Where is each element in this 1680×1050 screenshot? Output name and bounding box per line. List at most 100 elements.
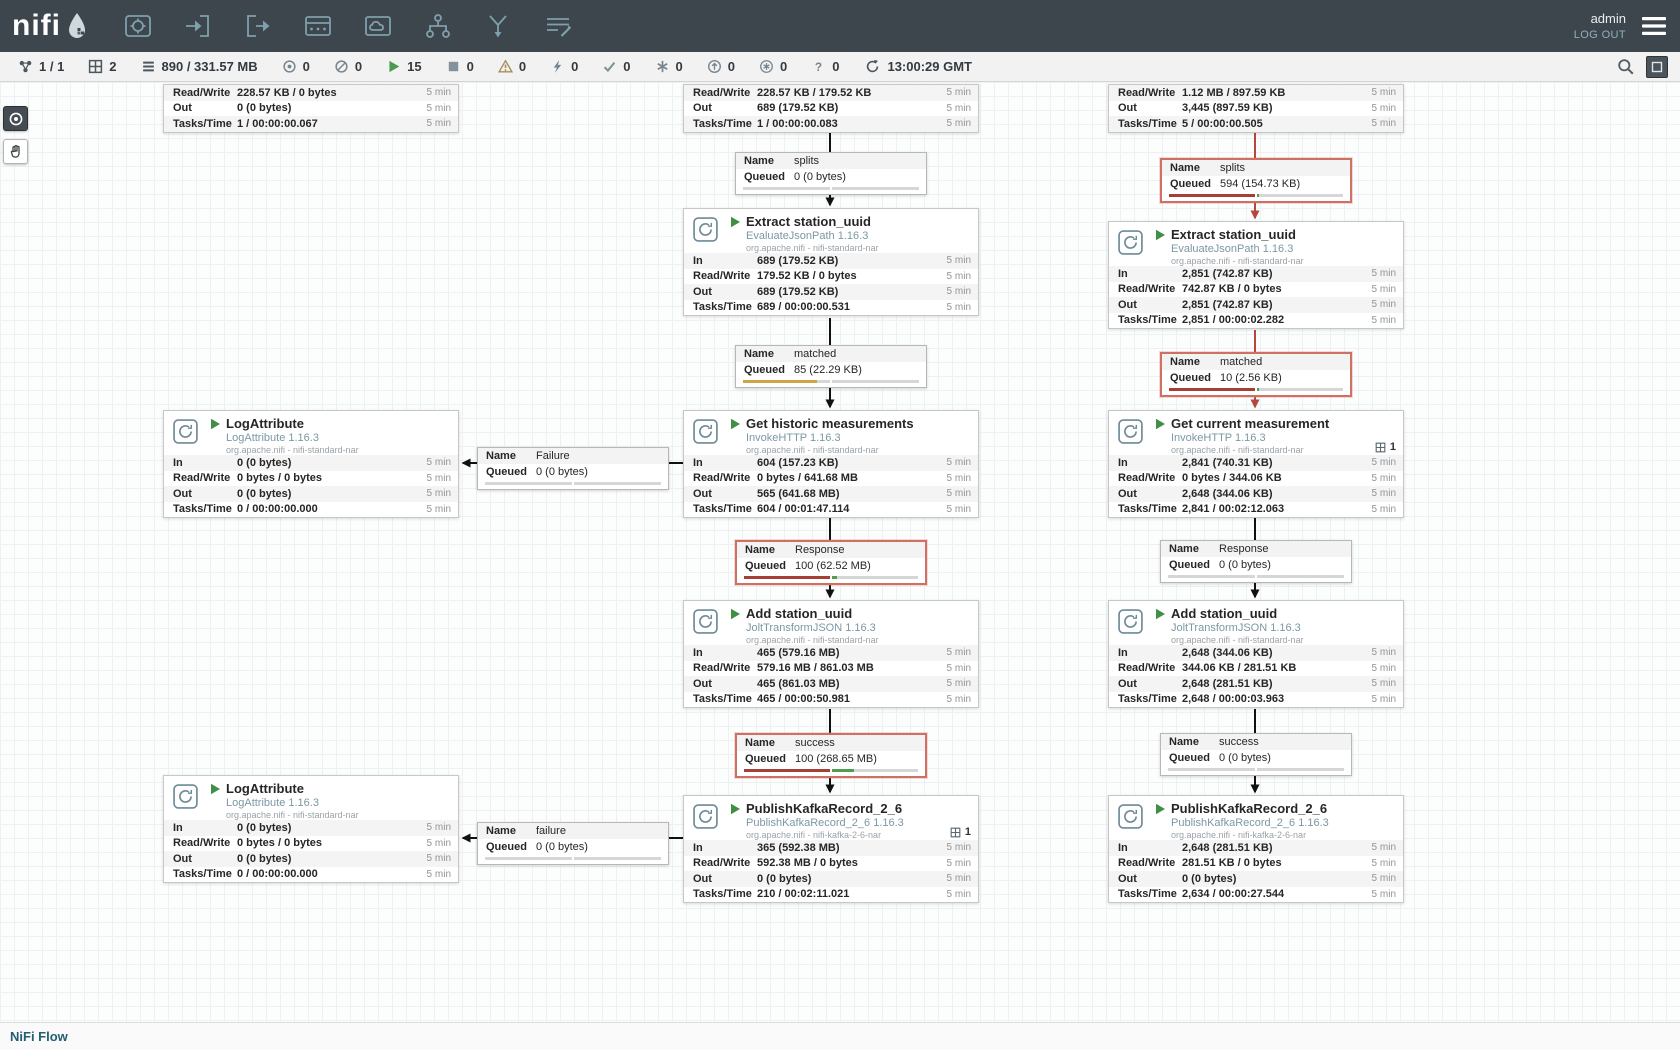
stat-row-read-write: Read/Write 228.57 KB / 0 bytes 5 min	[164, 85, 458, 101]
connection-name-label: Name	[1170, 356, 1200, 368]
processor-logattribute-lower[interactable]: LogAttribute LogAttribute 1.16.3 org.apa…	[163, 775, 459, 883]
stat-value: 1 / 00:00:00.067	[237, 117, 318, 130]
run-status-icon	[1155, 608, 1166, 620]
processor-stats: In 2,851 (742.87 KB) 5 min Read/Write 74…	[1109, 266, 1403, 328]
stat-label: In	[693, 456, 703, 469]
stat-value: 2,851 / 00:00:02.282	[1182, 314, 1285, 327]
connection-queued-row: Queued 10 (2.56 KB)	[1162, 370, 1350, 386]
stat-value: 465 (861.03 MB)	[757, 677, 840, 690]
processor-type: EvaluateJsonPath 1.16.3	[1171, 243, 1294, 255]
stat-row-read-write: Read/Write 0 bytes / 641.68 MB 5 min	[684, 471, 978, 487]
processor-add-station-uuid-mid[interactable]: Add station_uuid JoltTransformJSON 1.16.…	[683, 600, 979, 708]
connection-queued-row: Queued 0 (0 bytes)	[736, 169, 926, 185]
stat-value: 2,648 (281.51 KB)	[1182, 841, 1273, 854]
global-menu-button[interactable]	[1642, 17, 1666, 35]
connection-queued-row: Queued 0 (0 bytes)	[1161, 557, 1351, 573]
node-count-badge: 1	[1375, 441, 1396, 453]
connection-relationship: success	[1219, 736, 1259, 748]
processor-partial-mid[interactable]: Read/Write 228.57 KB / 179.52 KB 5 min O…	[683, 84, 979, 133]
canvas-palettes	[3, 106, 28, 164]
processor-extract-station-uuid-mid[interactable]: Extract station_uuid EvaluateJsonPath 1.…	[683, 208, 979, 316]
stat-row-out: Out 3,445 (897.59 KB) 5 min	[1109, 101, 1403, 117]
stat-window: 5 min	[1371, 647, 1396, 659]
template-icon	[423, 11, 453, 41]
status-threads: 2	[88, 59, 117, 74]
search-button[interactable]	[1617, 58, 1634, 75]
stat-value: 0 (0 bytes)	[237, 487, 292, 500]
stat-window: 5 min	[426, 472, 451, 484]
processor-extract-station-uuid-right[interactable]: Extract station_uuid EvaluateJsonPath 1.…	[1108, 221, 1404, 329]
run-status-icon	[730, 418, 741, 430]
stat-value: 689 (179.52 KB)	[757, 254, 839, 267]
input-port-icon	[183, 11, 213, 41]
processor-stamp-icon	[692, 803, 719, 830]
remote-process-group-button[interactable]	[359, 7, 397, 45]
connection-failure-upper[interactable]: Name Failure Queued 0 (0 bytes)	[477, 447, 669, 490]
processor-get-historic-measurements[interactable]: Get historic measurements InvokeHTTP 1.1…	[683, 410, 979, 518]
stat-window: 5 min	[946, 842, 971, 854]
connection-success-mid[interactable]: Name success Queued 100 (268.65 MB)	[735, 733, 927, 778]
process-group-button[interactable]	[299, 7, 337, 45]
processor-partial-right[interactable]: Read/Write 1.12 MB / 897.59 KB 5 min Out…	[1108, 84, 1404, 133]
template-button[interactable]	[419, 7, 457, 45]
flow-canvas[interactable]: Read/Write 228.57 KB / 0 bytes 5 min Out…	[0, 82, 1680, 1022]
stat-window: 5 min	[1371, 873, 1396, 885]
processor-logattribute-upper[interactable]: LogAttribute LogAttribute 1.16.3 org.apa…	[163, 410, 459, 518]
connection-response-mid[interactable]: Name Response Queued 100 (62.52 MB)	[735, 540, 927, 585]
logout-link[interactable]: LOG OUT	[1573, 29, 1626, 41]
hamburger-icon	[1642, 17, 1666, 35]
processor-header: Get historic measurements InvokeHTTP 1.1…	[684, 411, 978, 455]
connection-splits-right[interactable]: Name splits Queued 594 (154.73 KB)	[1160, 158, 1352, 203]
processor-name: PublishKafkaRecord_2_6	[746, 801, 903, 816]
status-locally-modified-stale: 0	[759, 59, 787, 74]
stat-value: 1.12 MB / 897.59 KB	[1182, 86, 1286, 99]
connection-queued-value: 0 (0 bytes)	[794, 171, 846, 183]
connection-splits-mid[interactable]: Name splits Queued 0 (0 bytes)	[735, 152, 927, 195]
backpressure-size-bar	[1257, 768, 1344, 771]
stat-row-in: In 0 (0 bytes) 5 min	[164, 820, 458, 836]
processor-stats: In 365 (592.38 MB) 5 min Read/Write 592.…	[684, 840, 978, 902]
stat-value: 5 / 00:00:00.505	[1182, 117, 1263, 130]
run-status-icon	[1155, 418, 1166, 430]
processor-stamp-icon	[692, 418, 719, 445]
label-button[interactable]	[539, 7, 577, 45]
output-port-button[interactable]	[239, 7, 277, 45]
stat-row-out: Out 689 (179.52 KB) 5 min	[684, 101, 978, 117]
status-count: 2	[109, 59, 117, 74]
breadcrumb[interactable]: NiFi Flow	[10, 1029, 68, 1044]
backpressure-count-bar	[744, 769, 830, 772]
connection-response-right[interactable]: Name Response Queued 0 (0 bytes)	[1160, 540, 1352, 583]
stat-row-in: In 2,648 (344.06 KB) 5 min	[1109, 645, 1403, 661]
stat-window: 5 min	[1371, 457, 1396, 469]
processor-add-station-uuid-right[interactable]: Add station_uuid JoltTransformJSON 1.16.…	[1108, 600, 1404, 708]
connection-matched-right[interactable]: Name matched Queued 10 (2.56 KB)	[1160, 352, 1352, 397]
stat-window: 5 min	[946, 472, 971, 484]
connection-queued-value: 0 (0 bytes)	[536, 841, 588, 853]
stat-window: 5 min	[1371, 118, 1396, 130]
processor-icon	[123, 11, 153, 41]
connection-success-right[interactable]: Name success Queued 0 (0 bytes)	[1160, 733, 1352, 776]
stat-label: Read/Write	[1118, 86, 1176, 99]
panel-toggle-button[interactable]	[1646, 55, 1668, 78]
processor-partial-left[interactable]: Read/Write 228.57 KB / 0 bytes 5 min Out…	[163, 84, 459, 133]
processor-get-current-measurement[interactable]: Get current measurement InvokeHTTP 1.16.…	[1108, 410, 1404, 518]
input-port-button[interactable]	[179, 7, 217, 45]
connection-relationship: success	[795, 737, 835, 749]
processor-publishkafkarecord-mid[interactable]: PublishKafkaRecord_2_6 PublishKafkaRecor…	[683, 795, 979, 903]
navigate-palette-button[interactable]	[3, 106, 28, 131]
stat-value: 0 / 00:00:00.000	[237, 503, 318, 516]
connection-matched-mid[interactable]: Name matched Queued 85 (22.29 KB)	[735, 345, 927, 388]
status-disabled: 0	[550, 59, 578, 74]
processor-button[interactable]	[119, 7, 157, 45]
stat-label: Tasks/Time	[1118, 314, 1177, 327]
stat-window: 5 min	[946, 286, 971, 298]
connection-failure-lower[interactable]: Name failure Queued 0 (0 bytes)	[477, 822, 669, 865]
funnel-button[interactable]	[479, 7, 517, 45]
processor-publishkafkarecord-right[interactable]: PublishKafkaRecord_2_6 PublishKafkaRecor…	[1108, 795, 1404, 903]
backpressure-bars	[1169, 388, 1343, 391]
disabled-icon	[550, 59, 565, 74]
refresh-icon[interactable]	[865, 59, 880, 74]
operate-palette-button[interactable]	[3, 139, 28, 164]
stat-label: In	[693, 841, 703, 854]
stat-row-in: In 2,851 (742.87 KB) 5 min	[1109, 266, 1403, 282]
